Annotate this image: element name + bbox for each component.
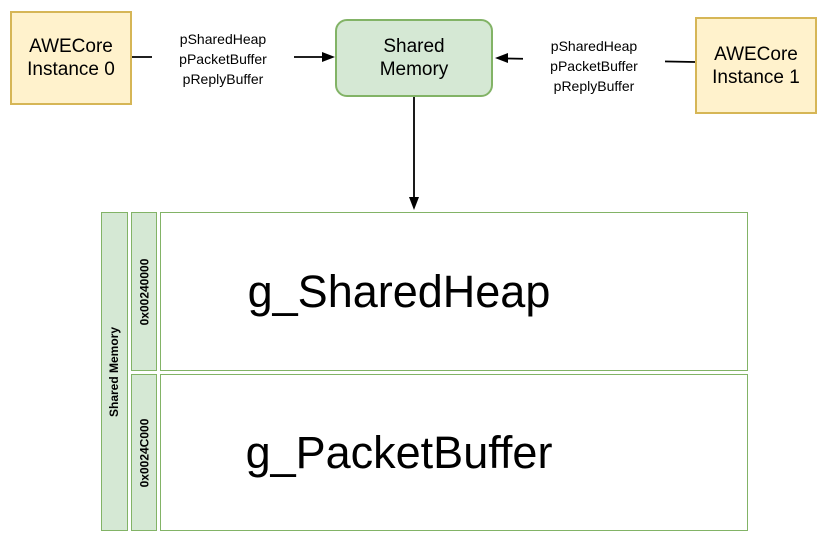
node-shared-memory-label-line1: Shared	[383, 36, 445, 57]
memory-table-region-cell-g-packetbuffer: g_PacketBuffer	[160, 374, 748, 531]
memory-table-address-label-1: 0x0024C000	[137, 418, 152, 487]
node-awecore-instance-1-label-line1: AWECore	[714, 43, 798, 65]
node-awecore-instance-0: AWECore Instance 0	[10, 11, 132, 105]
memory-table-region-cell-g-sharedheap: g_SharedHeap	[160, 212, 748, 371]
node-awecore-instance-0-label-line1: AWECore	[29, 36, 113, 57]
edge-labels-left: pSharedHeap pPacketBuffer pReplyBuffer	[152, 29, 294, 89]
node-shared-memory: Shared Memory	[335, 19, 493, 97]
edge-label-left-psharedheap: pSharedHeap	[179, 31, 267, 47]
memory-table-address-cell-0: 0x00240000	[131, 212, 157, 371]
edge-label-left-preplybuffer: pReplyBuffer	[182, 71, 264, 87]
memory-table-address-label-0: 0x00240000	[137, 258, 151, 325]
memory-table-address-cell-1: 0x0024C000	[131, 374, 157, 531]
edge-labels-right: pSharedHeap pPacketBuffer pReplyBuffer	[523, 36, 665, 96]
memory-table-side-header-label: Shared Memory	[107, 326, 122, 417]
edge-label-right-psharedheap: pSharedHeap	[550, 38, 638, 54]
memory-table-side-header-cell: Shared Memory	[101, 212, 128, 531]
memory-table-region-label-g-sharedheap: g_SharedHeap	[247, 265, 551, 317]
edge-label-right-ppacketbuffer: pPacketBuffer	[550, 58, 638, 74]
node-awecore-instance-1-label-line2: Instance 1	[712, 66, 800, 88]
memory-table-region-label-g-packetbuffer: g_PacketBuffer	[245, 426, 553, 478]
node-awecore-instance-1: AWECore Instance 1	[695, 17, 817, 114]
node-awecore-instance-0-label-line2: Instance 0	[27, 59, 115, 80]
edge-label-left-ppacketbuffer: pPacketBuffer	[179, 51, 267, 67]
node-shared-memory-label-line2: Memory	[379, 59, 449, 80]
edge-label-right-preplybuffer: pReplyBuffer	[553, 78, 635, 94]
arrow-shared-memory-to-table	[409, 96, 419, 210]
